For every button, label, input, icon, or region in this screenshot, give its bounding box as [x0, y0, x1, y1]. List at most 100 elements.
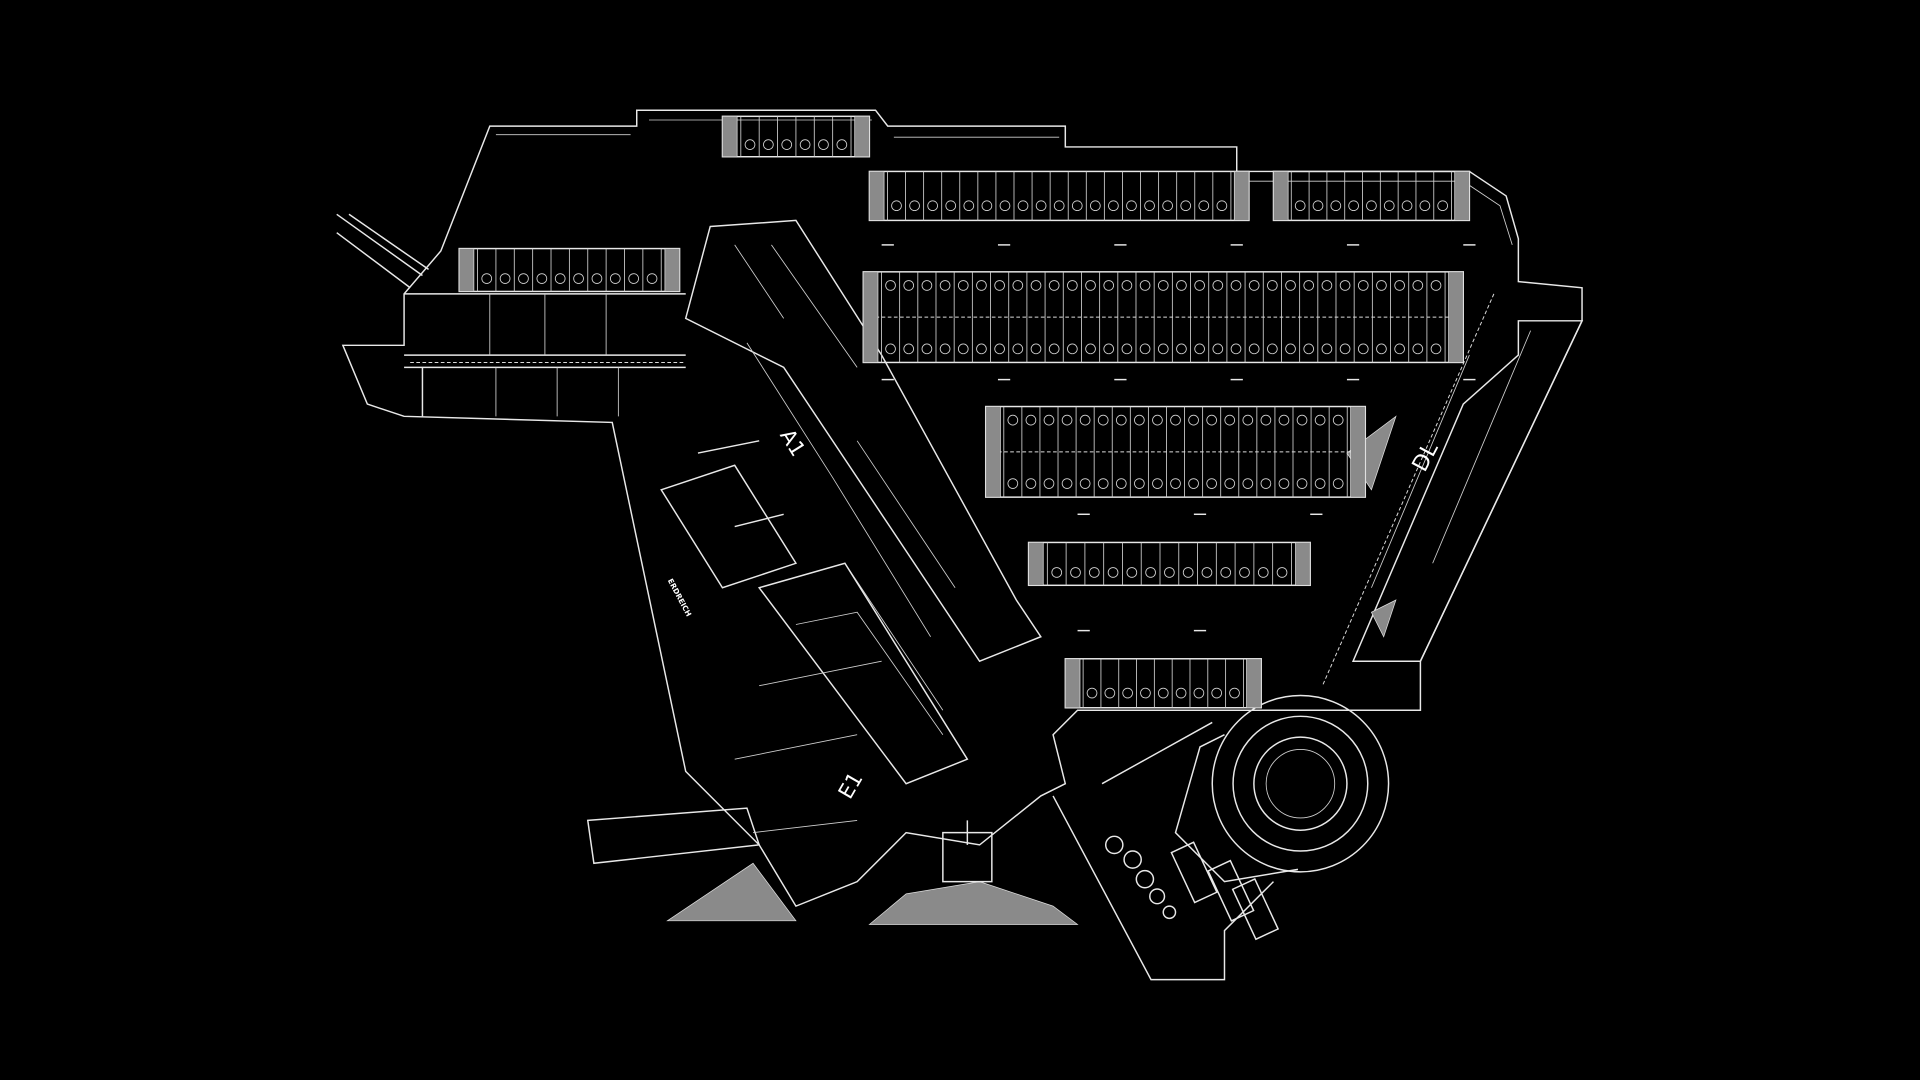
parking-stall: [1184, 406, 1199, 452]
parking-row: [1272, 170, 1471, 222]
parking-stall: [935, 271, 951, 318]
parking-stall: [1140, 171, 1155, 221]
parking-stall: [1084, 542, 1100, 586]
parking-stall: [1371, 271, 1387, 318]
parking-stall: [477, 248, 493, 292]
parking-stall: [1093, 451, 1109, 498]
parking-stall: [1328, 406, 1344, 452]
parking-stall: [1081, 317, 1096, 363]
parking-stall: [1082, 658, 1098, 708]
parking-stall: [1171, 317, 1187, 363]
parking-stall: [1253, 542, 1269, 586]
building-outline: [336, 109, 1584, 981]
parking-stall: [1274, 406, 1290, 452]
parking-row: [1064, 658, 1262, 709]
parking-stall: [1021, 406, 1037, 452]
parking-stall: [1129, 406, 1145, 452]
parking-stall: [1085, 171, 1101, 221]
parking-stall: [1039, 406, 1055, 452]
parking-stall: [1328, 451, 1344, 498]
parking-stall: [1117, 317, 1133, 363]
soil-label: ERDREICH: [666, 577, 693, 618]
parking-stall: [1226, 271, 1242, 318]
parking-stall: [1065, 542, 1081, 586]
parking-stall: [995, 171, 1011, 221]
parking-stall: [1008, 271, 1024, 318]
parking-stall: [1310, 451, 1326, 498]
parking-stall: [1371, 317, 1387, 363]
parking-stall: [1197, 542, 1213, 586]
parking-stall: [1202, 406, 1217, 452]
parking-stall: [1292, 406, 1308, 452]
parking-stall: [1220, 406, 1236, 452]
parking-stall: [1390, 271, 1405, 318]
parking-row: [862, 271, 1464, 364]
parking-stall: [881, 271, 896, 318]
parking-stall: [905, 171, 920, 221]
parking-stall: [1153, 271, 1169, 318]
parking-stall: [1208, 317, 1224, 363]
parking-stall: [624, 248, 639, 292]
parking-stall: [1013, 171, 1029, 221]
parking-stall: [1147, 406, 1163, 452]
parking-stall: [758, 116, 774, 157]
parking-stall: [977, 171, 993, 221]
parking-stall: [642, 248, 658, 292]
parking-stall: [1176, 171, 1192, 221]
parking-stall: [971, 271, 987, 318]
parking-stall: [1062, 317, 1078, 363]
parking-stall: [1426, 271, 1442, 318]
parking-stall: [1226, 317, 1242, 363]
parking-stall: [1207, 658, 1223, 708]
parking-stall: [1317, 317, 1333, 363]
parking-stalls: [458, 115, 1476, 709]
parking-stall: [1308, 171, 1324, 221]
parking-stall: [1171, 271, 1187, 318]
parking-stall: [1081, 271, 1096, 318]
parking-row: [458, 247, 681, 293]
parking-stall: [1003, 406, 1019, 452]
parking-stall: [990, 317, 1005, 363]
parking-stall: [1281, 317, 1296, 363]
parking-stall: [1122, 542, 1138, 586]
parking-stall: [1003, 451, 1019, 498]
parking-stall: [1021, 451, 1037, 498]
parking-row: [868, 170, 1250, 222]
parking-stall: [953, 317, 969, 363]
parking-stall: [1153, 317, 1169, 363]
parking-stall: [1290, 171, 1306, 221]
parking-stall: [917, 271, 933, 318]
parking-stall: [1344, 171, 1359, 221]
parking-stall: [1335, 271, 1351, 318]
parking-stall: [1026, 271, 1042, 318]
parking-stall: [1171, 658, 1187, 708]
parking-stall: [953, 271, 969, 318]
parking-stall: [1122, 171, 1137, 221]
parking-stall: [777, 116, 793, 157]
parking-stall: [881, 317, 896, 363]
parking-stall: [1118, 658, 1133, 708]
parking-stall: [1103, 542, 1119, 586]
parking-stall: [1189, 658, 1205, 708]
parking-stall: [1408, 317, 1424, 363]
zone-label-dl: DL: [1408, 438, 1444, 476]
parking-stall: [1234, 542, 1250, 586]
parking-stall: [1190, 317, 1205, 363]
parking-stall: [1433, 171, 1448, 221]
parking-stall: [795, 116, 811, 157]
parking-stall: [935, 317, 951, 363]
parking-row: [1027, 541, 1311, 587]
zone-label-a1: A1: [775, 425, 810, 461]
parking-stall: [495, 248, 511, 292]
parking-stall: [1397, 171, 1413, 221]
parking-stall: [1044, 271, 1060, 318]
parking-stall: [1039, 451, 1055, 498]
parking-stall: [1140, 542, 1156, 586]
parking-stall: [1075, 451, 1091, 498]
parking-stall: [1426, 317, 1442, 363]
parking-stall: [1026, 317, 1042, 363]
parking-stall: [887, 171, 902, 221]
parking-stall: [1099, 271, 1115, 318]
parking-stall: [513, 248, 529, 292]
parking-stall: [1244, 317, 1260, 363]
